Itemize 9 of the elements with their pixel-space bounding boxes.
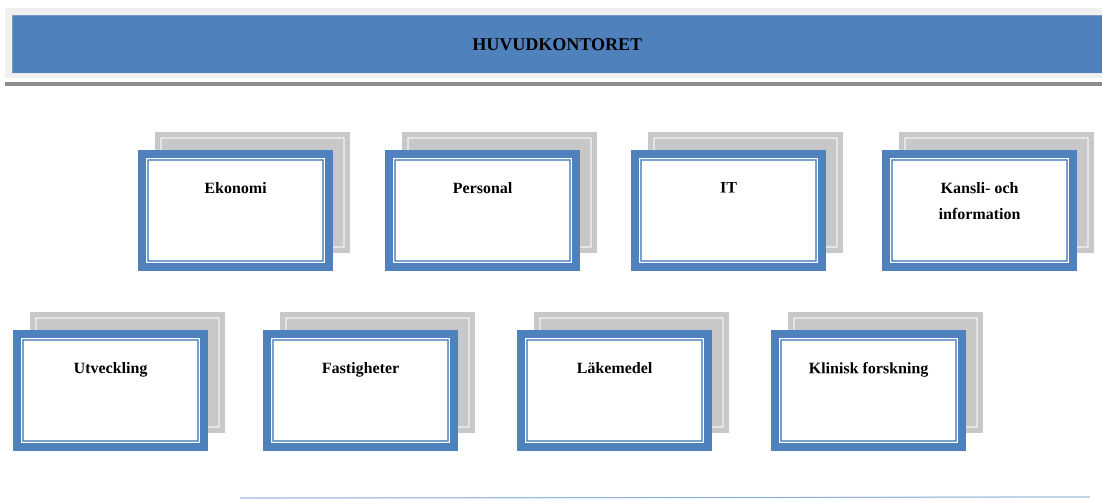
stacked-box: IT	[631, 132, 843, 271]
stacked-box: Kansli- och information	[882, 132, 1094, 271]
stacked-box: Läkemedel	[517, 312, 729, 451]
header-band: HUVUDKONTORET	[5, 8, 1102, 86]
stacked-box: Utveckling	[13, 312, 225, 451]
stacked-box: Ekonomi	[138, 132, 350, 271]
stacked-box: Personal	[385, 132, 597, 271]
stacked-box: Klinisk forskning	[771, 312, 983, 451]
stacked-box: Fastigheter	[263, 312, 475, 451]
